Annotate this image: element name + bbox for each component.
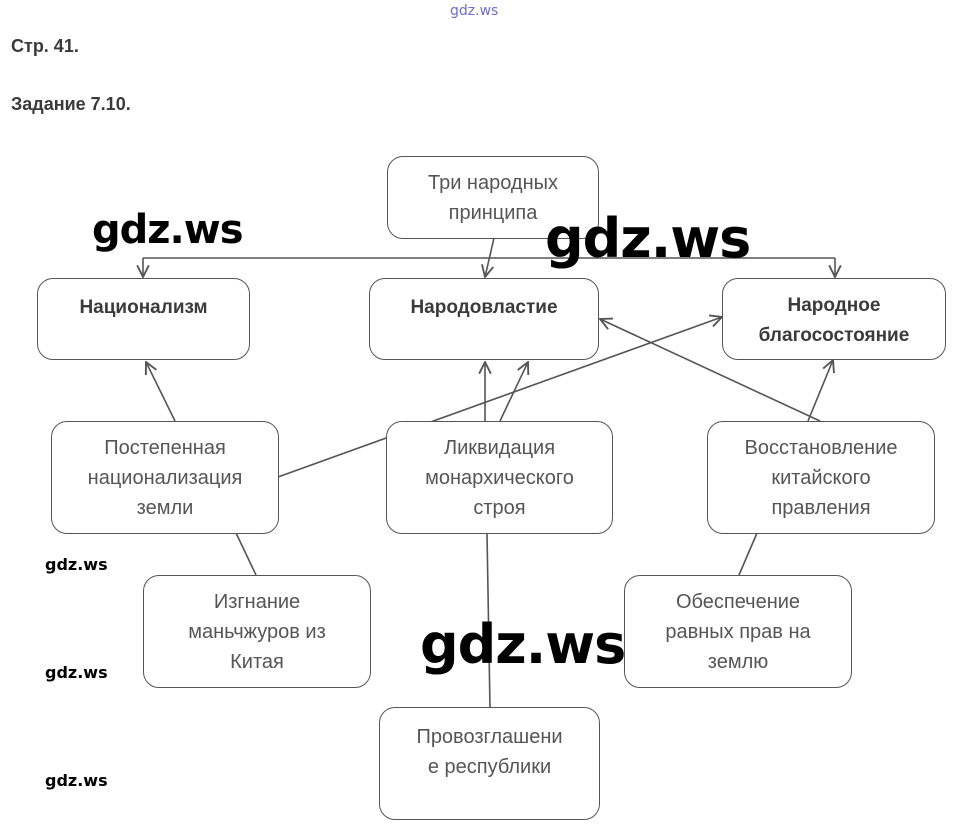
node-monarchy: Ликвидация монархического строя xyxy=(386,421,613,534)
watermark-top: gdz.ws xyxy=(450,3,499,19)
watermark-big-3: gdz.ws xyxy=(420,613,626,676)
node-root-label: Три народных принципа xyxy=(427,171,558,224)
node-nationalization-label: Постепенная национализация земли xyxy=(87,436,243,519)
node-nationalism-label: Национализм xyxy=(79,297,208,318)
node-equal-rights-label: Обеспечение равных прав на землю xyxy=(665,590,811,673)
watermark-small-3: gdz.ws xyxy=(45,771,108,790)
page-number: Стр. 41. xyxy=(11,36,79,56)
arrow-nationalization-to-nationalism xyxy=(146,362,176,422)
node-democracy-label: Народовластие xyxy=(410,297,558,318)
node-republic-label: Провозглашени е республики xyxy=(416,726,563,778)
node-restoration: Восстановление китайского правления xyxy=(707,421,935,534)
node-democracy: Народовластие xyxy=(369,278,599,360)
task-title: Задание 7.10. xyxy=(11,94,131,114)
node-monarchy-label: Ликвидация монархического строя xyxy=(425,436,574,519)
line-equal-rights xyxy=(738,532,758,576)
node-root: Три народных принципа xyxy=(387,156,599,239)
node-equal-rights: Обеспечение равных прав на землю xyxy=(624,575,852,688)
node-expulsion: Изгнание маньчжуров из Китая xyxy=(143,575,371,688)
node-restoration-label: Восстановление китайского правления xyxy=(744,436,898,519)
line-expulsion xyxy=(235,532,257,576)
line-republic xyxy=(486,532,491,709)
node-nationalization: Постепенная национализация земли xyxy=(51,421,279,534)
node-republic: Провозглашени е республики xyxy=(379,707,600,820)
node-welfare: Народное благосостояние xyxy=(722,278,946,360)
node-nationalism: Национализм xyxy=(37,278,250,360)
watermark-big-2: gdz.ws xyxy=(545,207,751,270)
watermark-small-1: gdz.ws xyxy=(45,555,108,574)
arrow-restoration-to-democracy xyxy=(600,319,821,422)
watermark-small-2: gdz.ws xyxy=(45,663,108,682)
arrow-restoration-to-welfare xyxy=(807,360,833,422)
node-expulsion-label: Изгнание маньчжуров из Китая xyxy=(188,590,326,673)
arrow-nationalization-to-welfare xyxy=(277,317,722,478)
arrow-root-to-democracy xyxy=(485,237,495,277)
node-welfare-label: Народное благосостояние xyxy=(758,295,910,346)
watermark-big-1: gdz.ws xyxy=(92,207,244,253)
